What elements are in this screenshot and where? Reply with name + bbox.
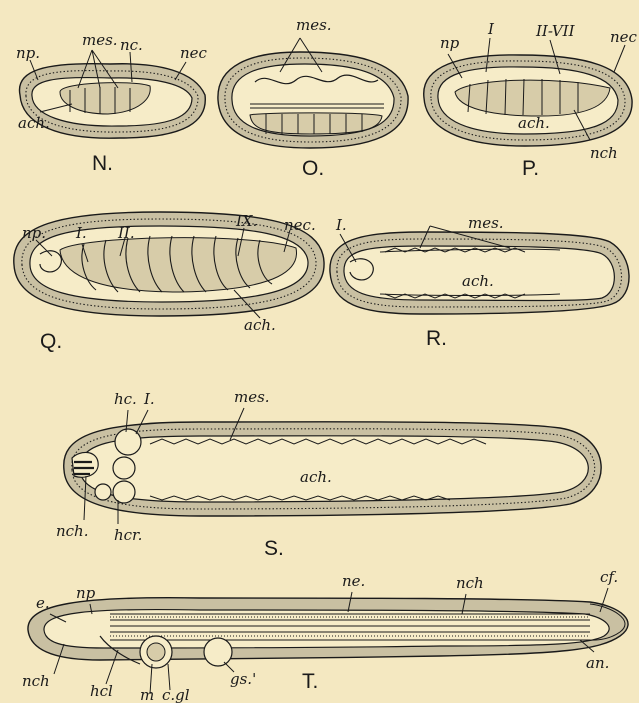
fig-t-label-e: e. (36, 594, 50, 612)
fig-p-label-nch: nch (590, 144, 618, 162)
fig-n-label-nc: nc. (120, 36, 143, 54)
fig-o-label-mes: mes. (296, 16, 332, 34)
fig-q-label-nec: nec. (284, 216, 316, 234)
fig-s-label-nch: nch. (56, 522, 89, 540)
fig-q-label-ach: ach. (244, 316, 276, 334)
fig-n-label-mes: mes. (82, 31, 118, 49)
fig-n-letter: N. (92, 152, 113, 175)
fig-r-label-seg1: I. (335, 216, 347, 234)
fig-n-label-nec: nec (180, 44, 208, 62)
fig-s-letter: S. (264, 537, 284, 560)
fig-q-label-seg9: IX. (235, 212, 257, 230)
fig-q-label-np: np. (22, 224, 46, 242)
fig-t-label-nch-top: nch (456, 574, 484, 592)
fig-p-label-ach: ach. (518, 114, 550, 132)
fig-r-label-ach: ach. (462, 272, 494, 290)
fig-t-label-cgl: c.gl (162, 686, 190, 703)
fig-s-label-seg1: I. (143, 390, 155, 408)
figure-t (28, 588, 628, 694)
fig-s-label-mes: mes. (234, 388, 270, 406)
fig-t-label-hcl: hcl (90, 682, 113, 700)
fig-t-label-gs: gs.' (230, 670, 256, 688)
fig-s-label-hc: hc. (114, 390, 137, 408)
fig-s-label-hcr: hcr. (114, 526, 142, 544)
fig-t-label-ne: ne. (342, 572, 365, 590)
fig-t-label-np: np (76, 584, 96, 602)
fig-n-label-ach: ach. (18, 114, 50, 132)
fig-t-label-m: m (140, 686, 154, 703)
fig-t-label-cf: cf. (600, 568, 618, 586)
fig-r-label-mes: mes. (468, 214, 504, 232)
fig-p-label-seg2-7: II-VII (535, 22, 576, 40)
fig-p-label-np: np (440, 34, 460, 52)
fig-r-letter: R. (426, 327, 447, 350)
figure-s (64, 408, 601, 524)
fig-t-label-nch-left: nch (22, 672, 50, 690)
figure-o (218, 38, 408, 148)
fig-q-label-seg2: II. (117, 224, 135, 242)
fig-p-label-nec: nec (610, 28, 638, 46)
fig-p-label-seg1: I (487, 20, 495, 38)
fig-q-label-seg1: I. (75, 224, 87, 242)
fig-t-letter: T. (302, 670, 318, 693)
fig-t-label-an: an. (586, 654, 609, 672)
fig-q-letter: Q. (40, 330, 62, 353)
fig-o-letter: O. (302, 157, 324, 180)
figure-q (14, 212, 324, 318)
fig-p-letter: P. (522, 157, 539, 180)
figure-r (330, 226, 629, 314)
fig-n-label-np: np. (16, 44, 40, 62)
fig-s-label-ach: ach. (300, 468, 332, 486)
